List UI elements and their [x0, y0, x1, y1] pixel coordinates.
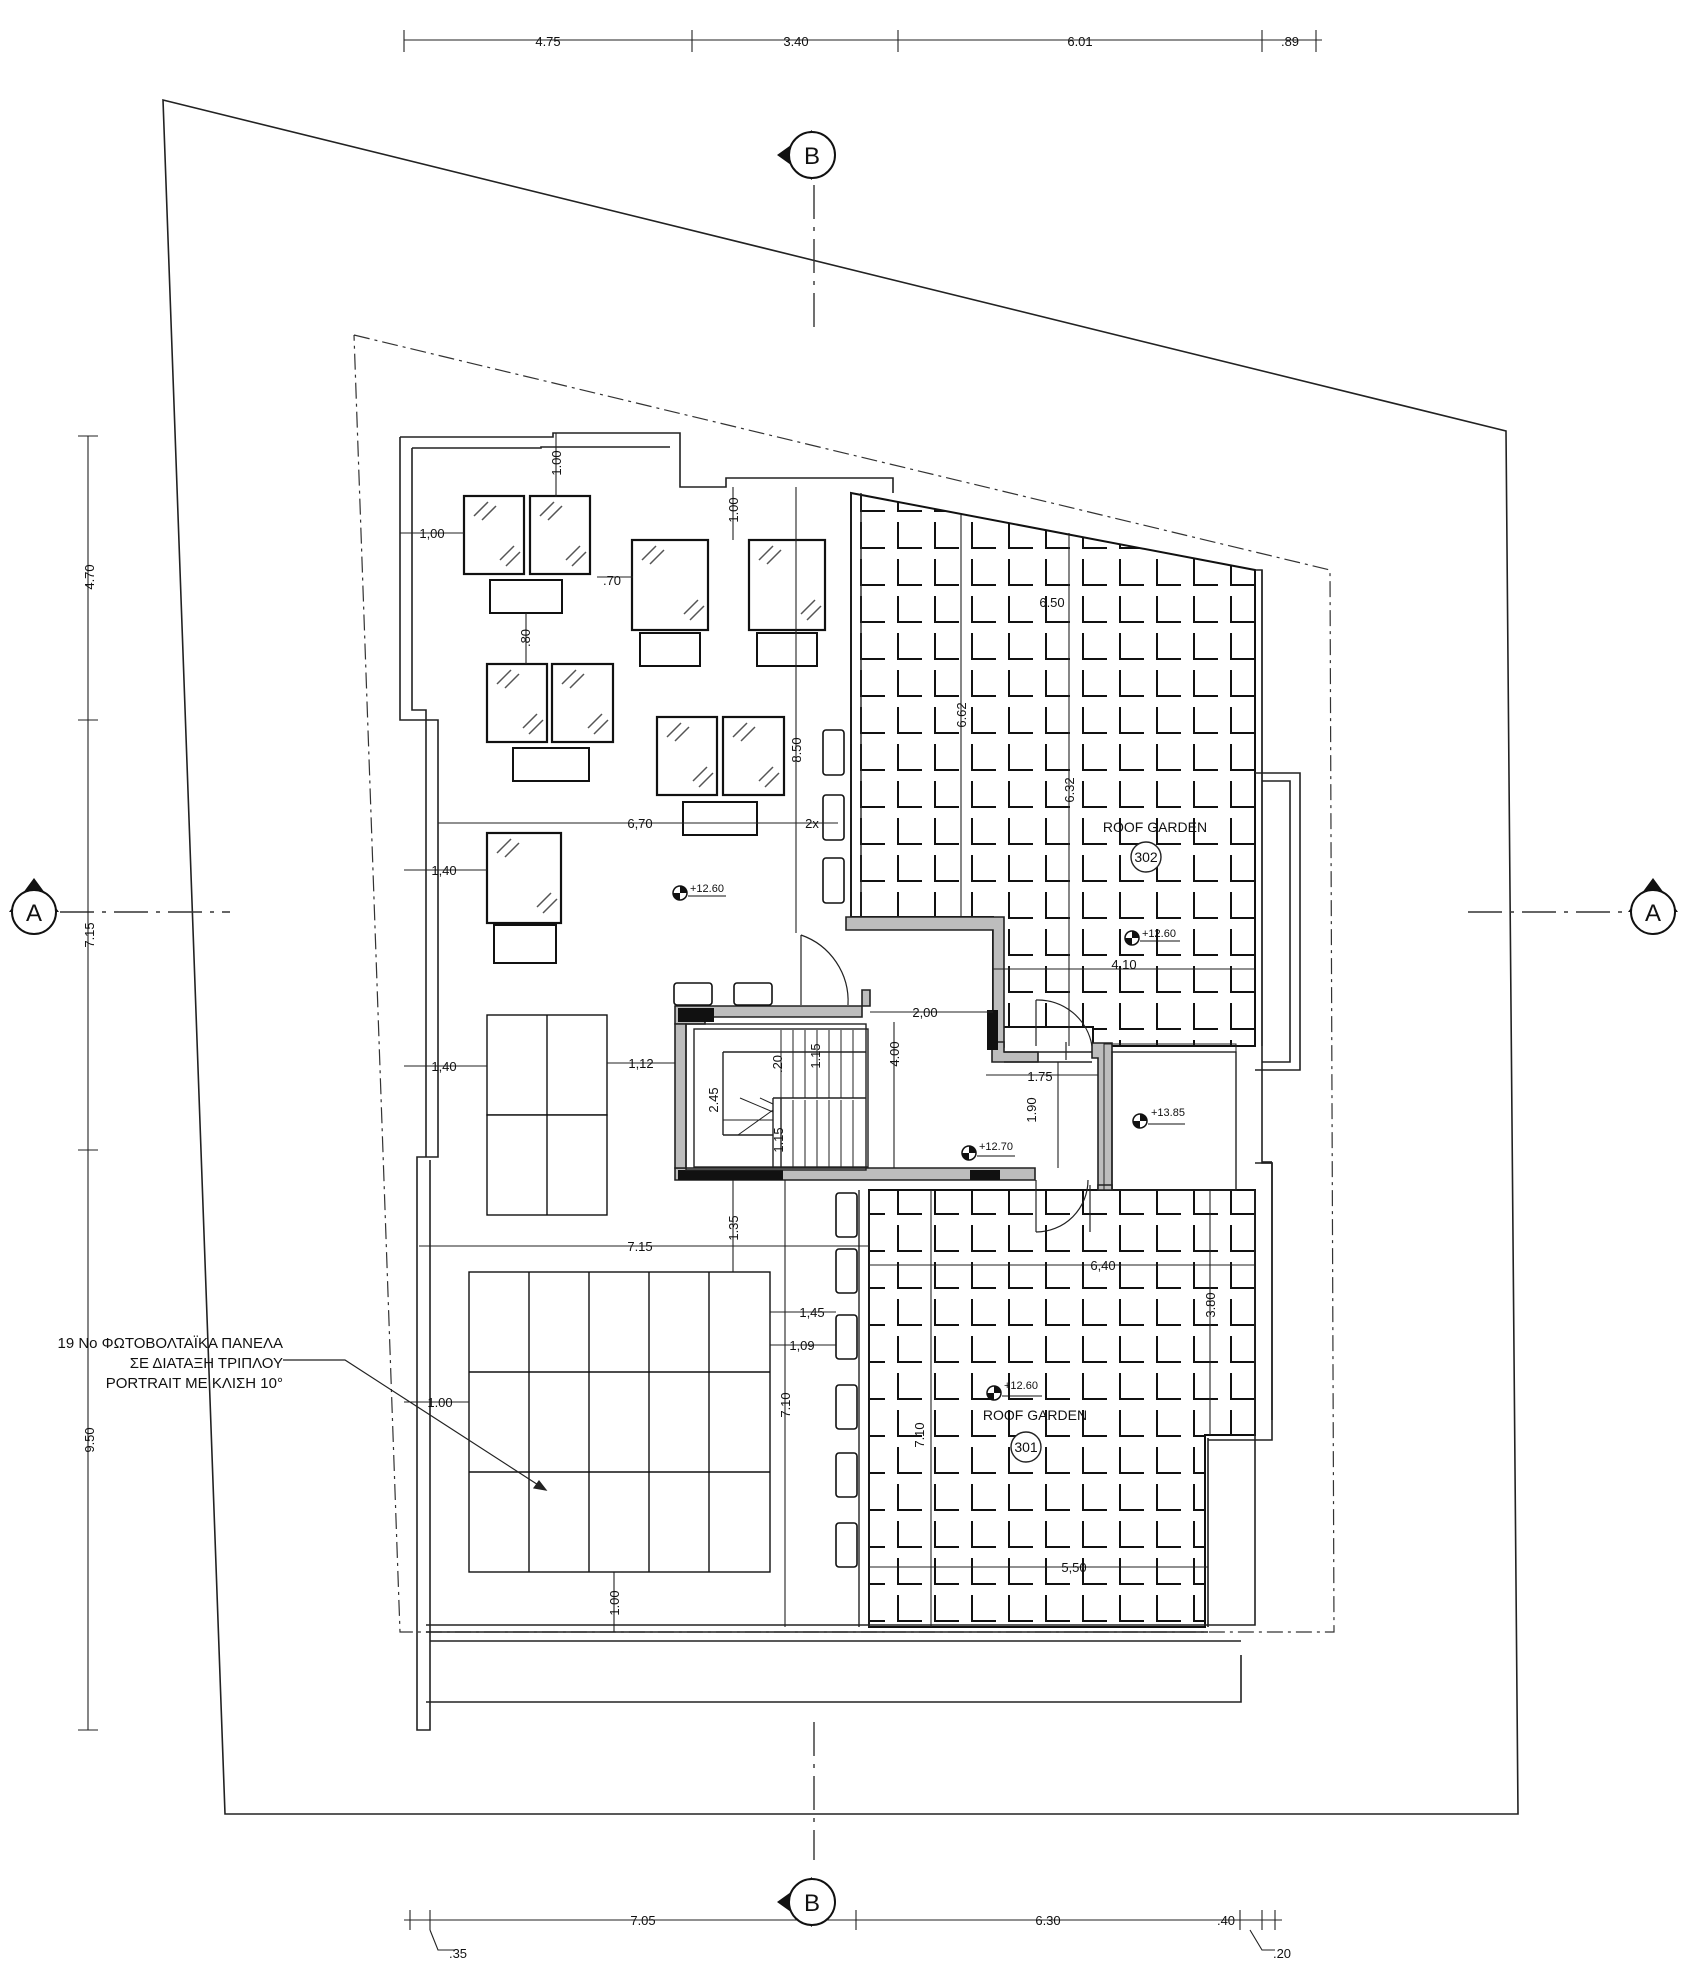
level-marker-4: +13.85 — [1132, 1107, 1185, 1129]
section-marker-a-right: A — [1628, 878, 1678, 935]
dim-710a: 7.10 — [778, 1392, 793, 1417]
section-marker-a-left: A — [9, 878, 59, 935]
wall-black-2 — [678, 1008, 714, 1022]
dim-245: 2.45 — [706, 1087, 721, 1112]
dim-112: 1,12 — [628, 1056, 653, 1071]
site-boundary — [162, 98, 1519, 1815]
skylight-ticks — [473, 501, 822, 914]
dimension-lines — [78, 30, 1322, 1951]
dim-left-1: 4.70 — [82, 564, 97, 589]
dim-632: 6.32 — [1062, 777, 1077, 802]
dim-left-2: 7.15 — [82, 922, 97, 947]
dim-850: 8.50 — [789, 737, 804, 762]
dim-top-3: 6.01 — [1067, 34, 1092, 49]
dim-left-3: 9.50 — [82, 1427, 97, 1452]
dim-070: .70 — [603, 573, 621, 588]
dim-100-left: 1,00 — [419, 526, 444, 541]
section-marker-b-bottom: B — [777, 1877, 836, 1927]
section-a-left-label: A — [26, 900, 42, 927]
level-text-1: +12.60 — [690, 883, 724, 895]
dim-200: 2,00 — [912, 1005, 937, 1020]
dim-670: 6,70 — [627, 816, 652, 831]
dim-115b: 1.15 — [771, 1127, 786, 1152]
stair-treads — [723, 1030, 854, 1167]
dim-100-mid: 1.00 — [726, 497, 741, 522]
dim-top-1: 4.75 — [535, 34, 560, 49]
section-a-right-label: A — [1645, 900, 1661, 927]
dim-109: 1,09 — [789, 1338, 814, 1353]
dimension-text-group: 4.75 3.40 6.01 .89 7.05 6.30 .40 .35 .20… — [82, 34, 1299, 1961]
room-301-number: 301 — [1014, 1439, 1038, 1455]
dim-140b: 1,40 — [431, 1059, 456, 1074]
dim-top-4: .89 — [1281, 34, 1299, 49]
solar-panel-note: 19 No ΦΩΤΟΒΟΛΤΑΪΚΑ ΠΑΝΕΛΑ ΣΕ ΔΙΑΤΑΞΗ ΤΡΙ… — [57, 1335, 283, 1392]
dim-100-bottom: 1.00 — [607, 1590, 622, 1615]
wall-black-3 — [678, 1170, 783, 1180]
level-marker-3: +12.70 — [961, 1141, 1015, 1161]
section-b-top-label: B — [804, 143, 820, 170]
room-302-number-circle — [1130, 841, 1162, 873]
dim-bottom-5: .20 — [1273, 1946, 1291, 1961]
level-text-4: +13.85 — [1151, 1107, 1185, 1119]
dim-145: 1,45 — [799, 1305, 824, 1320]
dim-100-low: 1.00 — [427, 1395, 452, 1410]
solar-note-line-2: ΣΕ ΔΙΑΤΑΞΗ ΤΡΙΠΛΟΥ — [130, 1355, 283, 1372]
dim-115a: 1.15 — [808, 1043, 823, 1068]
wall-black-4 — [970, 1170, 1000, 1180]
solar-note-line-3: PORTRAIT ΜΕ ΚΛΙΣΗ 10° — [106, 1375, 283, 1392]
room-302-name: ROOF GARDEN — [1103, 819, 1207, 835]
section-axis-lines — [60, 185, 1630, 1860]
skylight-bases — [489, 579, 818, 964]
dim-bottom-3: .40 — [1217, 1913, 1235, 1928]
ac-units — [673, 729, 858, 1568]
room-301-number-circle — [1010, 1431, 1042, 1463]
dim-190: 1.90 — [1024, 1097, 1039, 1122]
dim-020: .20 — [770, 1055, 785, 1073]
dim-175: 1.75 — [1027, 1069, 1052, 1084]
wall-black-1 — [987, 1010, 998, 1050]
building-outline — [399, 432, 1301, 1731]
level-marker-5: +12.60 — [986, 1380, 1042, 1401]
dim-bottom-1: 7.05 — [630, 1913, 655, 1928]
dim-bottom-4: .35 — [449, 1946, 467, 1961]
core-rooms — [1004, 1043, 1237, 1191]
solar-note-line-1: 19 No ΦΩΤΟΒΟΛΤΑΪΚΑ ΠΑΝΕΛΑ — [57, 1335, 283, 1352]
dim-710b: 7.10 — [912, 1422, 927, 1447]
dim-140a: 1,40 — [431, 863, 456, 878]
dim-400: 4.00 — [887, 1041, 902, 1066]
level-marker-1: +12.60 — [672, 883, 726, 901]
dim-662: 6.62 — [954, 702, 969, 727]
level-text-5: +12.60 — [1004, 1380, 1038, 1392]
note-leader — [283, 1359, 548, 1491]
stair-block — [685, 1023, 869, 1171]
room-302-number: 302 — [1134, 849, 1158, 865]
room-labels: ROOF GARDEN 302 ROOF GARDEN 301 — [983, 819, 1207, 1463]
roof-garden-302-tiles — [850, 491, 1256, 1047]
dim-100-top: 1.00 — [549, 450, 564, 475]
pv-panels-large — [468, 1271, 771, 1573]
dim-135: 1.35 — [726, 1215, 741, 1240]
dim-410: 4.10 — [1111, 957, 1136, 972]
doors — [800, 934, 1093, 1233]
level-text-2: +12.60 — [1142, 928, 1176, 940]
dim-550: 5,50 — [1061, 1560, 1086, 1575]
level-marker-2: +12.60 — [1124, 928, 1180, 946]
section-b-bottom-label: B — [804, 1890, 820, 1917]
dim-715: 7.15 — [627, 1239, 652, 1254]
dim-080: .80 — [518, 629, 533, 647]
dim-2x: 2x — [805, 816, 819, 831]
dim-650: 6.50 — [1039, 595, 1064, 610]
level-text-3: +12.70 — [979, 1141, 1013, 1153]
dim-bottom-2: 6.30 — [1035, 1913, 1060, 1928]
setback-line — [353, 334, 1335, 1633]
parapet-lines — [850, 493, 1263, 1627]
dim-640: 6,40 — [1090, 1258, 1115, 1273]
dim-top-2: 3.40 — [783, 34, 808, 49]
pv-panels-small — [486, 1014, 608, 1216]
dim-380: 3.80 — [1203, 1292, 1218, 1317]
section-marker-b-top: B — [777, 130, 836, 180]
room-301-name: ROOF GARDEN — [983, 1407, 1087, 1423]
